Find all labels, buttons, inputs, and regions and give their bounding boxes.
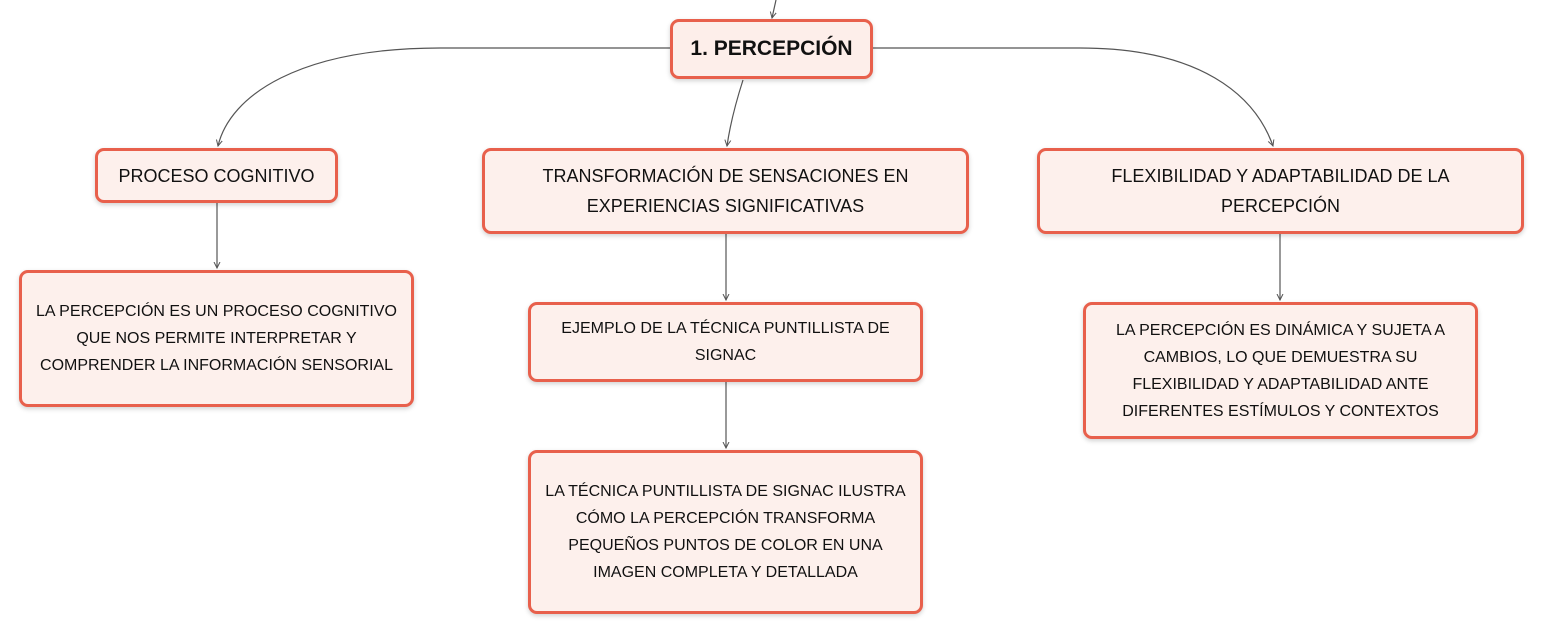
connector-root-to-proceso <box>218 47 670 146</box>
branch-label: TRANSFORMACIÓN DE SENSACIONES EN EXPERIE… <box>542 166 909 216</box>
subnode-ejemplo-signac[interactable]: EJEMPLO DE LA TÉCNICA PUNTILLISTA DE SIG… <box>528 302 923 382</box>
subnode-flexibilidad-descripcion[interactable]: LA PERCEPCIÓN ES DINÁMICA Y SUJETA A CAM… <box>1083 302 1478 439</box>
branch-node-proceso-cognitivo[interactable]: PROCESO COGNITIVO <box>95 148 338 203</box>
connector-parent-to-root <box>772 0 776 18</box>
root-label: 1. PERCEPCIÓN <box>690 37 853 60</box>
root-node[interactable]: 1. PERCEPCIÓN <box>670 19 873 79</box>
branch-label: FLEXIBILIDAD Y ADAPTABILIDAD DE LA PERCE… <box>1111 166 1450 216</box>
branch-node-transformacion[interactable]: TRANSFORMACIÓN DE SENSACIONES EN EXPERIE… <box>482 148 969 234</box>
subnode-signac-descripcion[interactable]: LA TÉCNICA PUNTILLISTA DE SIGNAC ILUSTRA… <box>528 450 923 614</box>
branch-node-flexibilidad[interactable]: FLEXIBILIDAD Y ADAPTABILIDAD DE LA PERCE… <box>1037 148 1524 234</box>
branch-label: PROCESO COGNITIVO <box>118 165 315 186</box>
subnode-label: LA PERCEPCIÓN ES UN PROCESO COGNITIVO QU… <box>36 303 397 374</box>
subnode-label: LA PERCEPCIÓN ES DINÁMICA Y SUJETA A CAM… <box>1116 321 1445 420</box>
connector-root-to-transformacion <box>727 79 744 146</box>
subnode-proceso-descripcion[interactable]: LA PERCEPCIÓN ES UN PROCESO COGNITIVO QU… <box>19 270 414 407</box>
subnode-label: EJEMPLO DE LA TÉCNICA PUNTILLISTA DE SIG… <box>561 320 890 364</box>
connector-root-to-flexibilidad <box>873 47 1273 146</box>
subnode-label: LA TÉCNICA PUNTILLISTA DE SIGNAC ILUSTRA… <box>545 483 906 581</box>
